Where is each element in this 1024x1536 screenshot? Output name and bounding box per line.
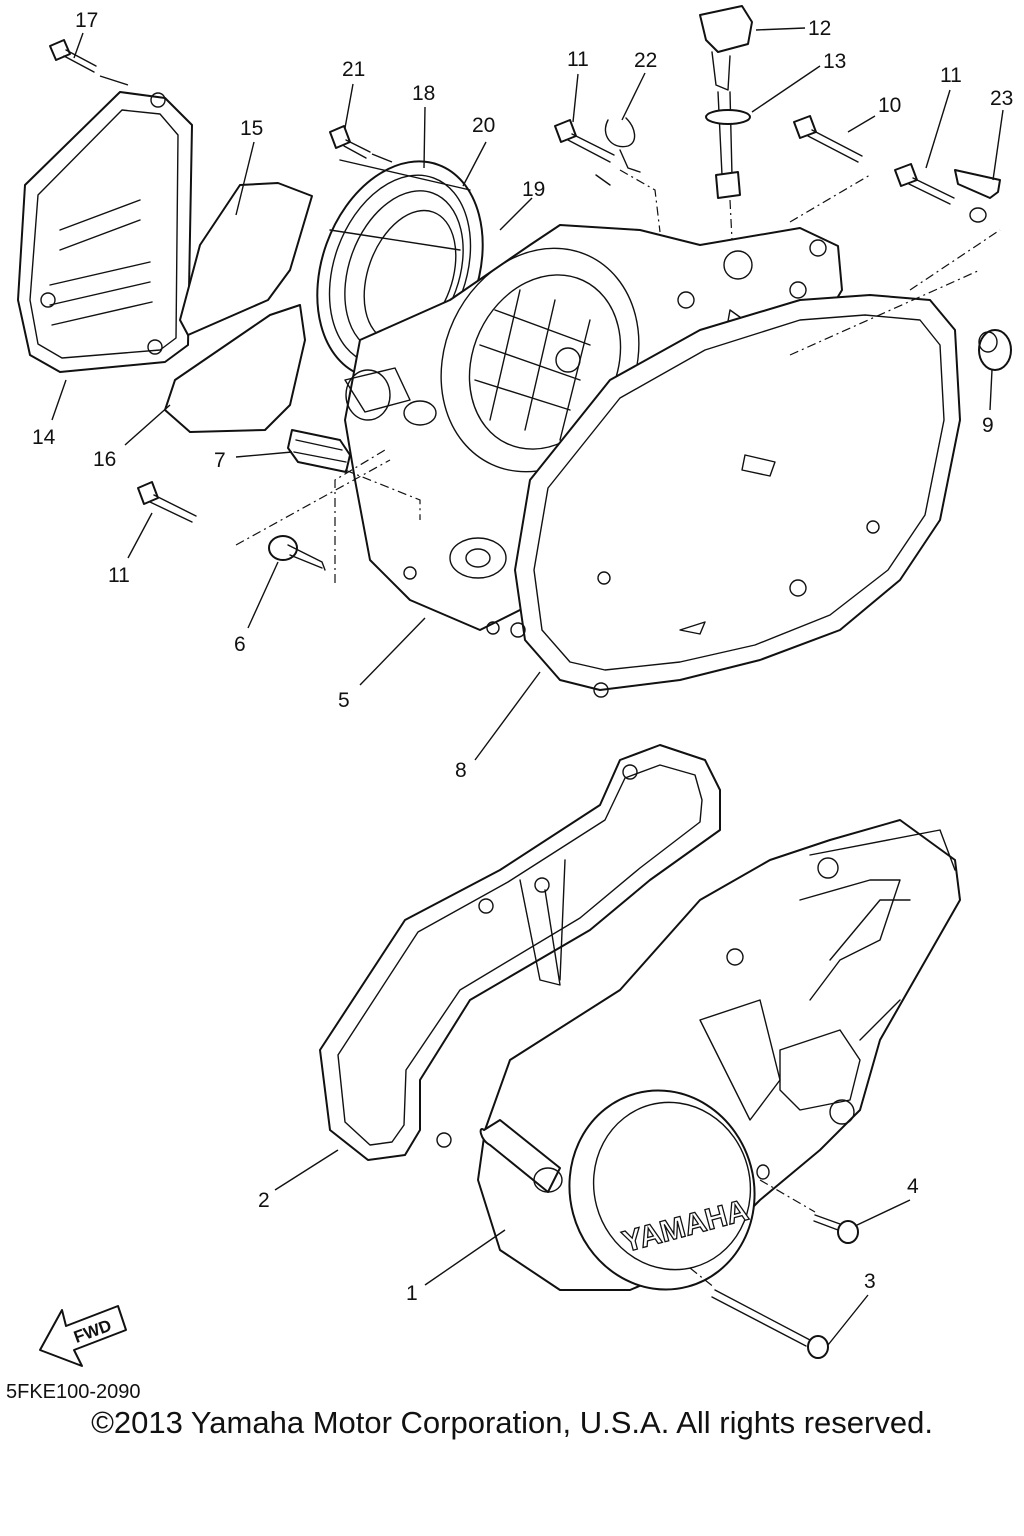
part-15-plate <box>179 182 313 336</box>
part-9-dowel <box>978 329 1012 371</box>
part-13-o-ring <box>705 109 751 125</box>
part-7-rubber-block <box>287 429 351 473</box>
callout-11-left: 11 <box>108 564 130 587</box>
bolt-11-left <box>137 481 197 523</box>
callout-9: 9 <box>982 414 994 437</box>
callout-2: 2 <box>258 1189 270 1212</box>
part-12-dipstick-cap <box>699 5 753 199</box>
callouts: 17 21 18 20 15 19 14 16 7 11 6 5 8 9 11 … <box>32 9 1013 1305</box>
fwd-arrow-icon: FWD <box>39 1305 127 1367</box>
callout-19: 19 <box>522 178 545 201</box>
callout-17: 17 <box>75 9 98 32</box>
part-1-cover: YAMAHA <box>477 819 961 1291</box>
callout-13: 13 <box>823 50 846 73</box>
part-6-plug <box>268 535 326 571</box>
alignment-lines-bottom <box>689 1179 816 1289</box>
bolt-11-right <box>894 163 955 205</box>
bolt-11-top <box>554 119 615 163</box>
diagram-reference-code: 5FKE100-2090 <box>6 1381 141 1403</box>
callout-11-right: 11 <box>940 64 962 87</box>
copyright-notice: ©2013 Yamaha Motor Corporation, U.S.A. A… <box>91 1405 933 1440</box>
part-2-gasket <box>319 744 721 1161</box>
callout-16: 16 <box>93 448 116 471</box>
callout-10: 10 <box>878 94 901 117</box>
bolt-21 <box>329 125 371 159</box>
callout-7: 7 <box>214 449 226 472</box>
callout-6: 6 <box>234 633 246 656</box>
alignment-lines <box>235 169 1001 583</box>
callout-23: 23 <box>990 87 1013 110</box>
callout-15: 15 <box>240 117 263 140</box>
callout-11-top: 11 <box>567 48 589 71</box>
part-23-bracket <box>954 169 1001 223</box>
callout-14: 14 <box>32 426 56 449</box>
callout-1: 1 <box>406 1282 418 1305</box>
leader-lines <box>51 27 1004 1346</box>
part-22-clip <box>595 117 641 186</box>
callout-8: 8 <box>455 759 467 782</box>
callout-18: 18 <box>412 82 435 105</box>
part-14-cover <box>17 91 193 373</box>
bolt-3 <box>711 1289 829 1359</box>
part-8-gasket <box>510 291 961 698</box>
callout-4: 4 <box>907 1175 919 1198</box>
bolt-4 <box>813 1214 859 1244</box>
bolt-10 <box>793 115 863 163</box>
callout-12: 12 <box>808 17 831 40</box>
callout-20: 20 <box>472 114 495 137</box>
bolt-17 <box>49 39 97 73</box>
callout-21: 21 <box>342 58 365 81</box>
callout-3: 3 <box>864 1270 876 1293</box>
callout-22: 22 <box>634 49 657 72</box>
part-16-gasket <box>164 304 306 433</box>
callout-5: 5 <box>338 689 350 712</box>
